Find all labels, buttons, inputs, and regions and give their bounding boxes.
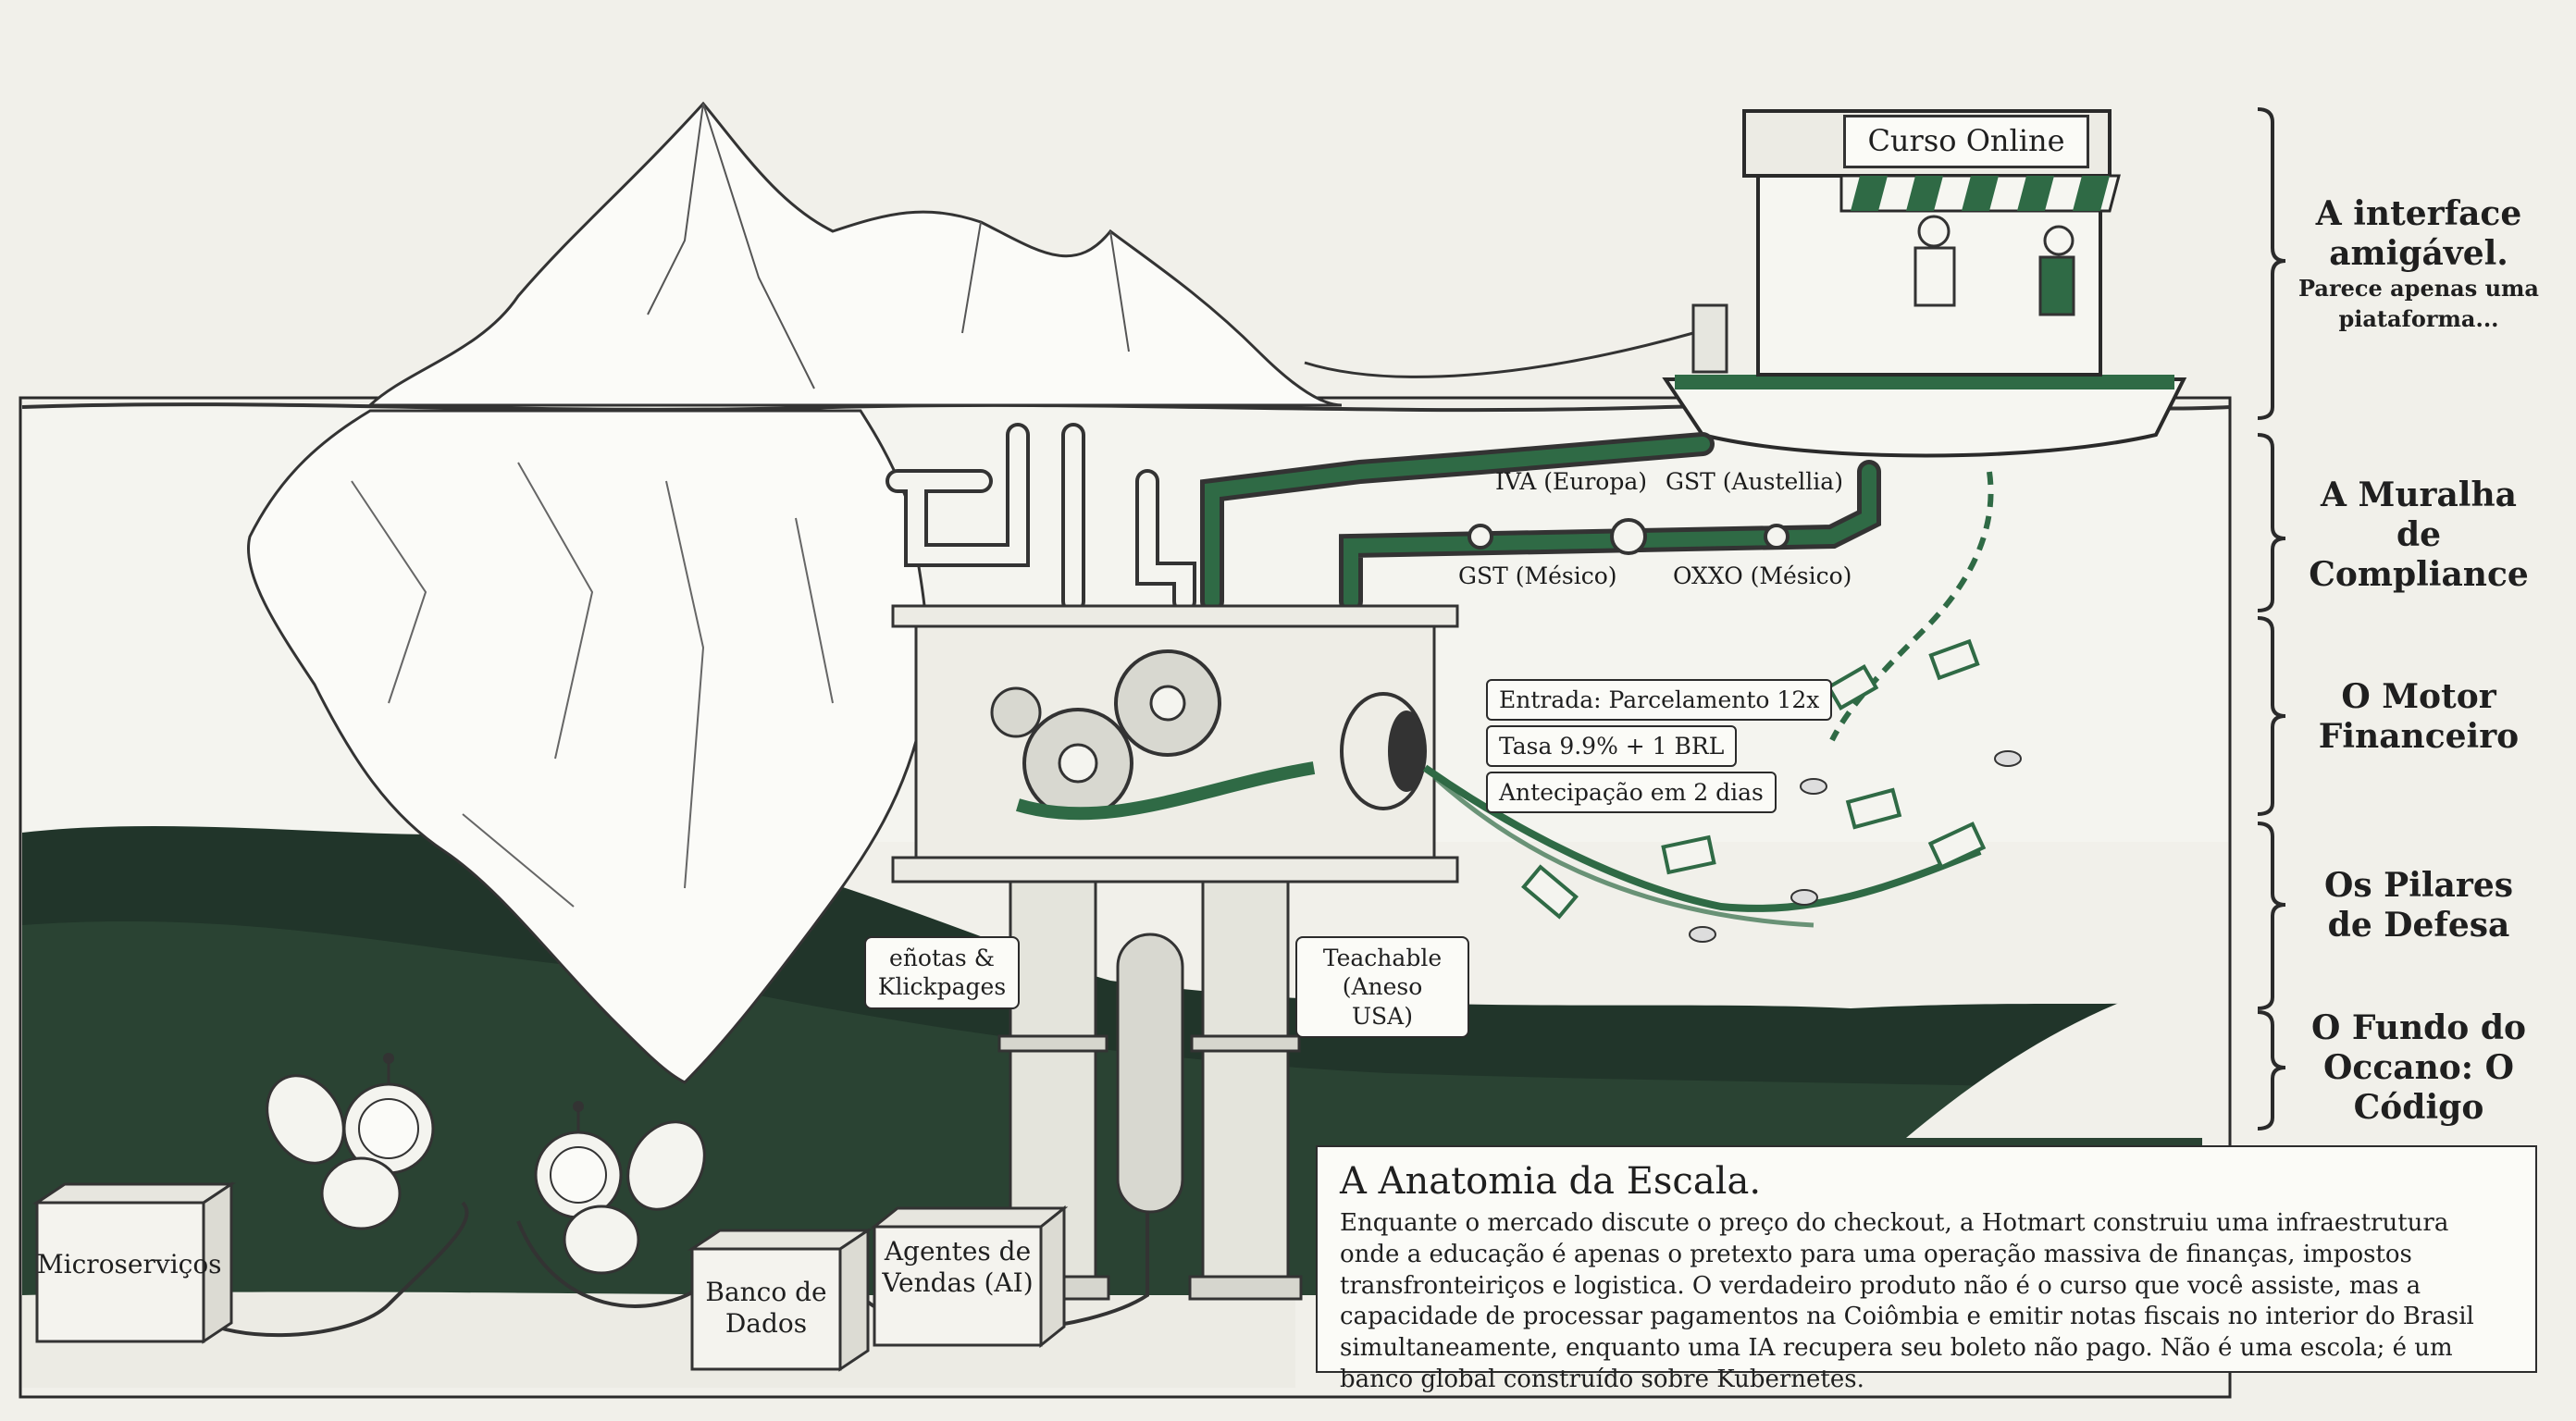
tag-tasa: Tasa 9.9% + 1 BRL (1486, 725, 1738, 767)
label-gst-mexico: GST (Mésico) (1458, 562, 1617, 589)
label-microservicos: Microserviços (37, 1249, 222, 1279)
compliance-pipes (886, 423, 1881, 613)
banknote (1826, 664, 1879, 710)
layer-compliance: A Muralha de Compliance (2298, 476, 2539, 596)
info-body: Enquante o mercado discute o preço do ch… (1340, 1209, 2474, 1393)
box-top-banco (687, 1229, 873, 1251)
seller-body (1913, 246, 1956, 307)
layer-interface-subtitle: Parece apenas uma piataforma... (2298, 275, 2539, 332)
seabed-light-patch (1906, 999, 2202, 1138)
box-agentes (873, 1225, 1043, 1347)
layer-fundo: O Fundo do Occano: O Código (2298, 1008, 2539, 1129)
layer-interface: A interface amigável. Parece apenas uma … (2298, 194, 2539, 334)
iceberg-tip (366, 101, 1343, 407)
engine-green-flow (1015, 761, 1316, 821)
box-side-agentes (1039, 1205, 1066, 1349)
pillar-left-band (997, 1034, 1108, 1053)
pillar-right-band (1190, 1034, 1301, 1053)
pillar-right (1201, 880, 1290, 1291)
banknote (1661, 834, 1716, 875)
boat-hull (1662, 377, 2187, 458)
box-banco (690, 1247, 842, 1371)
drip-stream (1829, 471, 1994, 742)
buyer-head (2043, 225, 2074, 256)
banknote (1521, 864, 1579, 920)
layer-motor: O Motor Financeiro (2298, 677, 2539, 757)
layer-pilares: Os Pilares de Defesa (2298, 866, 2539, 945)
box-top-agentes (870, 1206, 1069, 1229)
outlet-nozzle-mouth (1388, 710, 1425, 792)
layer-interface-title: A interface amigável. (2315, 194, 2522, 274)
engine-top-plate (891, 604, 1459, 628)
coin (1994, 750, 2022, 767)
info-box: A Anatomia da Escala. Enquante o mercado… (1316, 1145, 2537, 1393)
gear-large-hub (1058, 743, 1098, 784)
coin (1689, 926, 1716, 943)
awning-stripes (1851, 176, 2110, 211)
banknote (1845, 787, 1902, 830)
gear-small (990, 686, 1042, 738)
tag-entrada: Entrada: Parcelamento 12x (1486, 679, 1833, 721)
tag-antecipacao: Antecipação em 2 dias (1486, 772, 1777, 813)
layer-pilares-title: Os Pilares de Defesa (2323, 866, 2514, 945)
gear-right-hub (1149, 685, 1186, 722)
robot-bee-right (534, 1101, 706, 1275)
box-top-microservicos (32, 1182, 236, 1205)
tether-line (1304, 331, 1694, 378)
seller-head (1917, 215, 1951, 248)
box-side-microservicos (202, 1181, 233, 1344)
buoy-canister (1691, 303, 1728, 374)
banknote (1927, 822, 1987, 870)
box-side-banco (838, 1228, 870, 1372)
coin (1800, 778, 1827, 795)
layer-compliance-title: A Muralha de Compliance (2309, 476, 2529, 595)
layer-motor-title: O Motor Financeiro (2318, 677, 2520, 757)
shop-sign: Curso Online (1843, 115, 2089, 168)
coin (1790, 889, 1818, 906)
banknote (1928, 638, 1980, 681)
money-stream (1422, 764, 1982, 912)
pillar-right-base (1188, 1275, 1303, 1301)
money-stream-2 (1432, 775, 1814, 928)
buyer-body (2038, 255, 2075, 316)
tag-pillar-left: eñotas & Klickpages (864, 936, 1020, 1009)
label-gst-australia: GST (Austellia) (1666, 468, 1843, 495)
iceberg-body-shading (351, 462, 834, 908)
boat-rim (1675, 375, 2174, 389)
info-title: A Anatomia da Escala. (1340, 1160, 1762, 1203)
iceberg-tip-shading (647, 103, 1130, 389)
engine-base-plate (891, 856, 1459, 883)
capsule-tank (1116, 933, 1184, 1214)
layer-fundo-title: O Fundo do Occano: O Código (2310, 1008, 2527, 1128)
tag-pillar-right: Teachable (Aneso USA) (1295, 936, 1469, 1038)
label-agentes: Agentes de Vendas (AI) (882, 1236, 1034, 1298)
box-microservicos (35, 1201, 205, 1343)
label-banco: Banco de Dados (705, 1277, 827, 1339)
layer-brackets (2257, 107, 2286, 1131)
robot-bee-left (266, 1053, 435, 1230)
label-oxxo-mexico: OXXO (Mésico) (1673, 562, 1852, 589)
label-iva-europa: IVA (Europa) (1495, 468, 1648, 495)
cable (516, 1220, 705, 1308)
